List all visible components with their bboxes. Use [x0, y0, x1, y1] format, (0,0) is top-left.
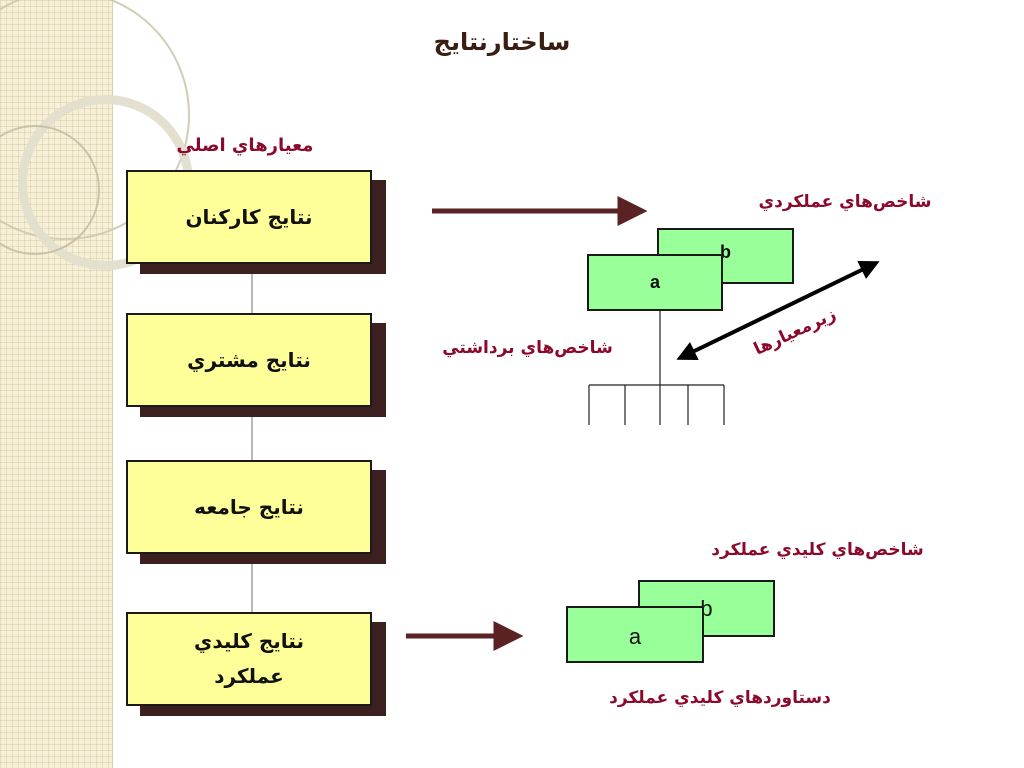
performance-indicators-heading: شاخص‌هاي عملكردي: [758, 192, 932, 212]
performance-card-a: a: [587, 254, 723, 311]
result-box-employees: نتايج كاركنان: [126, 170, 372, 264]
perception-indicators-label: شاخص‌هاي برداشتي: [442, 338, 613, 358]
subcriteria-double-arrow: [676, 260, 880, 361]
key-performance-indicators-heading: شاخص‌هاي كليدي عملكرد: [711, 540, 924, 560]
result-box-customers: نتايج مشتري: [126, 313, 372, 407]
result-box-society: نتايج جامعه: [126, 460, 372, 554]
page-title: ساختارنتايج: [433, 28, 571, 56]
result-box-key-performance: نتايج كليدي عملكرد: [126, 612, 372, 706]
main-criteria-label: معيارهاي اصلي: [176, 135, 314, 156]
indicator-tree-branches: [588, 310, 725, 425]
key-indicator-card-a: a: [566, 606, 704, 663]
key-performance-outcomes-label: دستاوردهاي كليدي عملكرد: [609, 688, 831, 708]
